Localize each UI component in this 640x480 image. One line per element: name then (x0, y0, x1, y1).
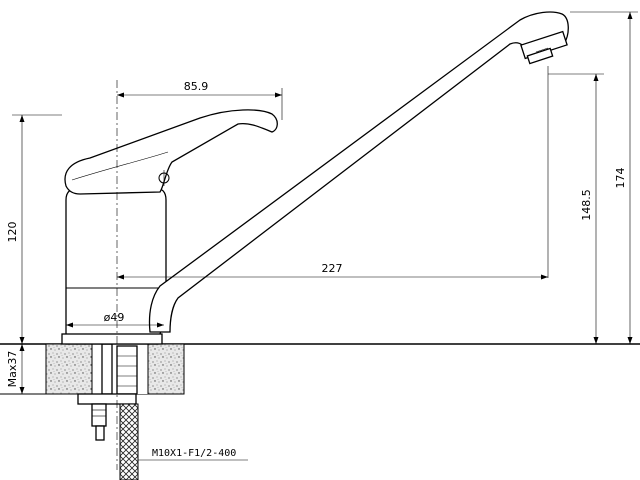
dimension-total-height: 174 (570, 11, 638, 344)
dimension-body-height: 120 (6, 114, 62, 344)
faucet-body (61, 187, 167, 345)
dimension-base-diameter: ø49 (66, 311, 164, 328)
dim-label-max-counter: Max37 (6, 351, 19, 388)
dim-label-handle-reach: 85.9 (184, 80, 209, 93)
hose-spec-label: M10X1-F1/2-400 (152, 448, 236, 459)
dim-label-spout-reach: 227 (322, 262, 343, 275)
dimension-handle-reach: 85.9 (117, 80, 283, 120)
dimension-spout-reach: 227 (117, 262, 548, 280)
dim-label-base-diameter: ø49 (104, 311, 125, 324)
braided-hose (119, 403, 139, 480)
swivel-spout (148, 11, 569, 333)
hose-spec-callout: M10X1-F1/2-400 (138, 448, 248, 461)
dimension-outlet-height: 148.5 (547, 66, 604, 344)
handle-lever (64, 109, 278, 195)
countertop (0, 343, 640, 395)
dimension-max-counter: Max37 (6, 344, 46, 395)
dim-label-body-height: 120 (6, 222, 19, 243)
dim-label-total-height: 174 (614, 168, 627, 189)
dim-label-outlet-height: 148.5 (580, 189, 593, 221)
